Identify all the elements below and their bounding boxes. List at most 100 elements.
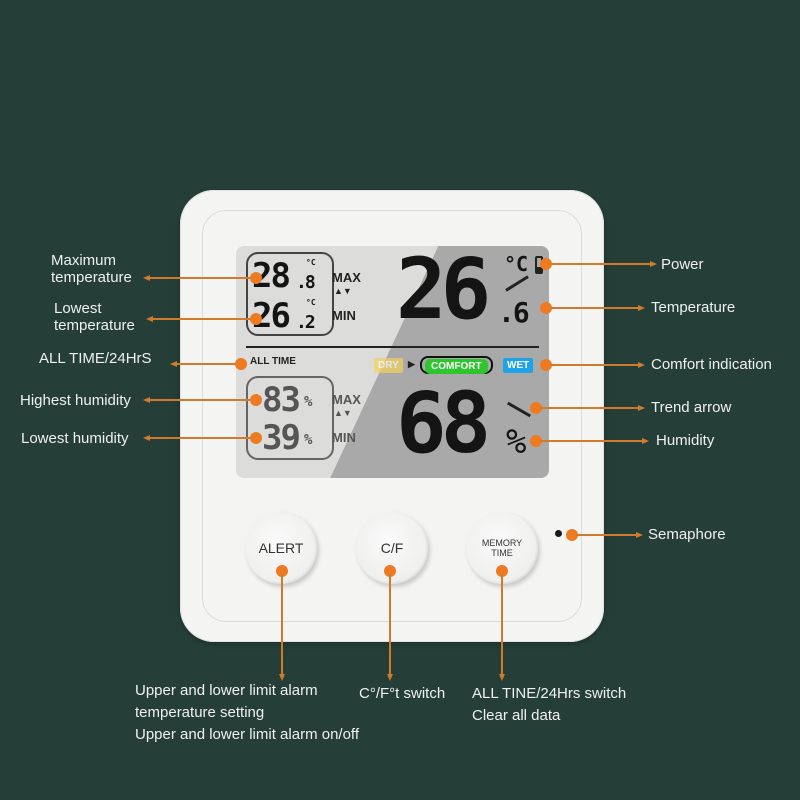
callout-min-temp: Lowest temperature bbox=[54, 300, 135, 334]
arrow-icon bbox=[636, 532, 643, 538]
humidity-trend-down-arrow-icon bbox=[506, 401, 532, 418]
min-humidity-value: 39 bbox=[262, 418, 301, 458]
cf-button-label: C/F bbox=[380, 540, 404, 556]
memory-time-button[interactable]: MEMORY TIME bbox=[466, 512, 538, 584]
callout-min-temp-line1: Lowest bbox=[54, 300, 102, 317]
marker-dot bbox=[540, 258, 552, 270]
comfort-indicator: COMFORT bbox=[420, 356, 493, 374]
leader-line bbox=[501, 575, 503, 675]
callout-memory-line1: ALL TINE/24Hrs switch bbox=[472, 685, 627, 702]
marker-dot bbox=[566, 529, 578, 541]
temp-trend-up-arrow-icon bbox=[505, 275, 529, 292]
marker-dot bbox=[250, 272, 262, 284]
arrow-icon bbox=[499, 674, 505, 681]
arrow-icon bbox=[638, 405, 645, 411]
device-bezel bbox=[202, 210, 582, 622]
humidity-minmax-sort-icon: ▲▼ bbox=[334, 408, 352, 418]
arrow-icon bbox=[170, 361, 177, 367]
callout-humidity: Humidity bbox=[656, 432, 715, 449]
callout-min-temp-line2: temperature bbox=[54, 317, 135, 334]
arrow-icon bbox=[642, 438, 649, 444]
wet-indicator: WET bbox=[503, 358, 534, 373]
marker-dot bbox=[530, 435, 542, 447]
max-humidity-value: 83 bbox=[262, 380, 301, 420]
marker-dot bbox=[540, 359, 552, 371]
leader-line bbox=[150, 437, 252, 439]
temp-minmax-box bbox=[246, 252, 334, 336]
leader-line bbox=[389, 575, 391, 675]
lcd-screen: 28 .8 °C MAX ▲▼ 26 .2 °C MIN 26 .6 °C AL… bbox=[236, 246, 549, 478]
marker-dot bbox=[250, 432, 262, 444]
leader-line bbox=[150, 277, 252, 279]
leader-line bbox=[540, 440, 642, 442]
leader-line bbox=[550, 263, 650, 265]
arrow-icon bbox=[638, 305, 645, 311]
semaphore-led bbox=[555, 530, 562, 537]
callout-comfort: Comfort indication bbox=[651, 356, 772, 373]
arrow-icon bbox=[143, 275, 150, 281]
arrow-icon bbox=[650, 261, 657, 267]
callout-alert-line1: Upper and lower limit alarm bbox=[135, 682, 318, 699]
marker-dot bbox=[250, 394, 262, 406]
memory-button-label-2: TIME bbox=[491, 548, 513, 558]
lcd-divider bbox=[246, 346, 539, 348]
max-humidity-unit: % bbox=[304, 394, 313, 410]
marker-dot bbox=[496, 565, 508, 577]
callout-max-temp-line1: Maximum bbox=[51, 252, 117, 269]
current-temp-decimal: .6 bbox=[498, 296, 530, 329]
arrow-icon bbox=[143, 397, 150, 403]
alert-button-label: ALERT bbox=[258, 540, 304, 556]
callout-cf: C°/F°t switch bbox=[359, 685, 446, 702]
callout-memory-line2: Clear all data bbox=[472, 707, 561, 724]
callout-alert-line3: Upper and lower limit alarm on/off bbox=[135, 726, 359, 743]
max-temp-label: MAX bbox=[332, 270, 361, 285]
marker-dot bbox=[235, 358, 247, 370]
min-temp-unit: °C bbox=[306, 298, 316, 307]
marker-dot bbox=[276, 565, 288, 577]
leader-line bbox=[153, 318, 252, 320]
marker-dot bbox=[250, 313, 262, 325]
leader-line bbox=[550, 307, 638, 309]
memory-mode-label: ALL TIME bbox=[250, 356, 296, 367]
leader-line bbox=[576, 534, 636, 536]
leader-line bbox=[177, 363, 239, 365]
arrow-icon bbox=[387, 674, 393, 681]
arrow-icon bbox=[143, 435, 150, 441]
callout-max-temp-line2: temperature bbox=[51, 269, 132, 286]
callout-trend: Trend arrow bbox=[651, 399, 732, 416]
callout-highest-humidity: Highest humidity bbox=[20, 392, 131, 409]
max-temp-unit: °C bbox=[306, 258, 316, 267]
memory-button-label-1: MEMORY bbox=[481, 538, 523, 548]
callout-temperature: Temperature bbox=[651, 299, 736, 316]
current-humidity-unit: % bbox=[506, 422, 527, 462]
callout-alert-line2: temperature setting bbox=[135, 704, 265, 721]
leader-line bbox=[150, 399, 252, 401]
leader-line bbox=[550, 364, 638, 366]
current-temp-unit: °C bbox=[504, 252, 529, 276]
max-temp-decimal: .8 bbox=[296, 272, 316, 293]
callout-power: Power bbox=[661, 256, 704, 273]
humidity-minmax-box bbox=[246, 376, 334, 460]
callout-max-temp: Maximum temperature bbox=[51, 252, 132, 286]
current-temp-value: 26 bbox=[396, 246, 491, 338]
arrow-icon bbox=[279, 674, 285, 681]
minmax-sort-icon: ▲▼ bbox=[334, 286, 352, 296]
callout-all-time: ALL TIME/24HrS bbox=[39, 350, 152, 367]
dry-indicator: DRY bbox=[374, 358, 403, 373]
leader-line bbox=[540, 407, 638, 409]
comfort-label: COMFORT bbox=[425, 359, 488, 374]
callout-lowest-humidity: Lowest humidity bbox=[21, 430, 129, 447]
min-humidity-unit: % bbox=[304, 432, 313, 448]
callout-alert: Upper and lower limit alarm temperature … bbox=[135, 680, 359, 746]
current-humidity-value: 68 bbox=[396, 374, 491, 472]
min-temp-decimal: .2 bbox=[296, 312, 316, 333]
comfort-pointer-icon: ▶ bbox=[408, 359, 415, 369]
callout-semaphore: Semaphore bbox=[648, 526, 726, 543]
marker-dot bbox=[384, 565, 396, 577]
arrow-icon bbox=[638, 362, 645, 368]
min-temp-label: MIN bbox=[332, 308, 356, 323]
min-humidity-label: MIN bbox=[332, 430, 356, 445]
marker-dot bbox=[530, 402, 542, 414]
callout-memory: ALL TINE/24Hrs switch Clear all data bbox=[472, 683, 626, 727]
max-humidity-label: MAX bbox=[332, 392, 361, 407]
